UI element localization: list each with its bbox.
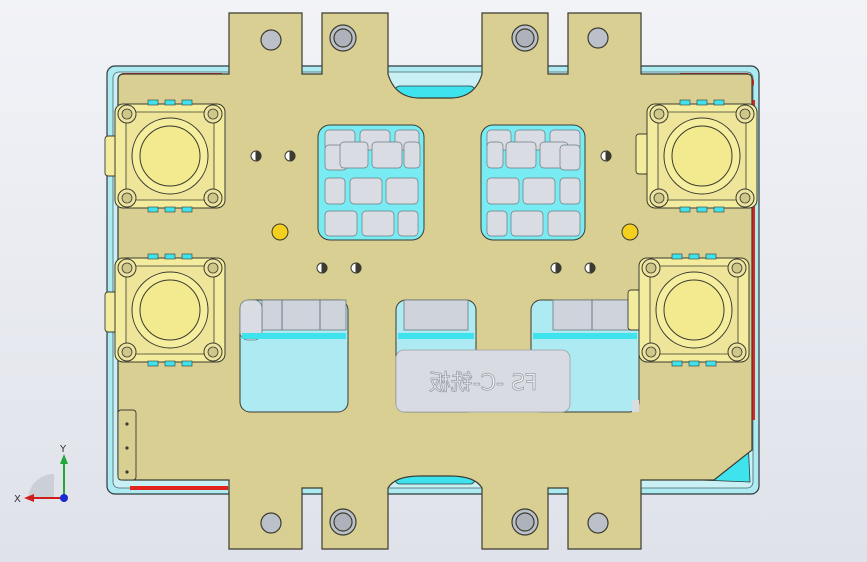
red-edge-bottom-left (130, 486, 228, 490)
bolt-hole-icon (587, 27, 609, 49)
window-top-right (480, 124, 586, 241)
bolt-hole-icon (587, 512, 609, 534)
x-axis-label: X (14, 494, 21, 505)
coordinate-triad-icon[interactable]: Y X (10, 440, 80, 510)
window-bottom-left (239, 299, 349, 413)
clamp-icon[interactable] (104, 253, 226, 367)
engraved-panel (395, 349, 571, 413)
y-axis-label: Y (59, 444, 67, 455)
clamp-icon[interactable] (104, 99, 226, 213)
bolt-hole-icon (260, 29, 282, 51)
engraved-text: FS -C-铣板 (429, 371, 537, 396)
clamp-icon[interactable] (635, 99, 758, 213)
clamp-icon[interactable] (627, 253, 750, 367)
bolt-hole-icon (260, 512, 282, 534)
small-holes (250, 150, 612, 274)
locating-pin-icon (271, 223, 289, 241)
locating-pin-icon (621, 223, 639, 241)
side-bracket (117, 409, 137, 481)
tab-holes (260, 24, 609, 536)
window-top-left (317, 124, 425, 241)
